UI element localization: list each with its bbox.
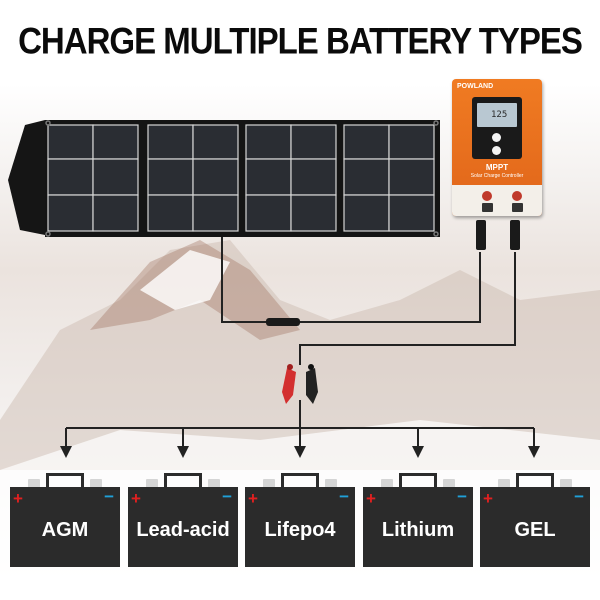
terminal-connector bbox=[512, 203, 523, 212]
battery-terminal bbox=[498, 479, 510, 487]
controller-display-value: 125 bbox=[491, 110, 508, 120]
battery-icon: + − Lead-acid bbox=[128, 473, 238, 567]
controller-brand: POWLAND bbox=[457, 83, 494, 90]
battery-icon: + − AGM bbox=[10, 473, 120, 567]
charge-controller-icon: POWLAND 125 MPPT Solar Charge Controller bbox=[452, 79, 542, 216]
inline-connector-icon bbox=[266, 318, 300, 326]
controller-button bbox=[492, 133, 501, 142]
battery-handle bbox=[46, 473, 84, 487]
negative-terminal-icon: − bbox=[574, 487, 584, 506]
battery-handle bbox=[281, 473, 319, 487]
positive-terminal-icon: + bbox=[248, 489, 258, 508]
negative-terminal-icon: − bbox=[457, 487, 467, 506]
negative-terminal-icon: − bbox=[222, 487, 232, 506]
battery-type-label: AGM bbox=[41, 519, 89, 541]
battery-handle bbox=[164, 473, 202, 487]
controller-button bbox=[492, 146, 501, 155]
battery-terminal bbox=[28, 479, 40, 487]
headline: CHARGE MULTIPLE BATTERY TYPES bbox=[18, 19, 583, 62]
battery-type-label: Lifepo4 bbox=[264, 519, 336, 541]
battery-type-label: GEL bbox=[514, 519, 556, 541]
negative-terminal-icon: − bbox=[104, 487, 114, 506]
alligator-clip-icon bbox=[282, 364, 318, 404]
battery-handle bbox=[399, 473, 437, 487]
controller-model: MPPT bbox=[485, 163, 509, 172]
battery-terminal bbox=[146, 479, 158, 487]
battery-terminal bbox=[381, 479, 393, 487]
controller-screen: 125 bbox=[472, 97, 522, 159]
controller-terminal-panel bbox=[452, 185, 542, 216]
battery-handle bbox=[516, 473, 554, 487]
battery-icon: + − Lithium bbox=[363, 473, 473, 567]
battery-terminal bbox=[560, 479, 572, 487]
battery-output-icon bbox=[512, 191, 522, 201]
controller-lcd: 125 bbox=[477, 103, 517, 127]
battery-icon: + − Lifepo4 bbox=[245, 473, 355, 567]
positive-terminal-icon: + bbox=[366, 489, 376, 508]
positive-terminal-icon: + bbox=[483, 489, 493, 508]
positive-terminal-icon: + bbox=[131, 489, 141, 508]
battery-terminal bbox=[263, 479, 275, 487]
battery-terminal bbox=[208, 479, 220, 487]
controller-subtitle: Solar Charge Controller bbox=[470, 173, 524, 179]
arrow-down-icon bbox=[60, 446, 540, 458]
battery-terminal bbox=[443, 479, 455, 487]
battery-icon: + − GEL bbox=[480, 473, 590, 567]
negative-terminal-icon: − bbox=[339, 487, 349, 506]
battery-type-label: Lead-acid bbox=[136, 519, 230, 541]
solar-input-icon bbox=[482, 191, 492, 201]
battery-terminal bbox=[325, 479, 337, 487]
battery-type-label: Lithium bbox=[381, 519, 455, 541]
positive-terminal-icon: + bbox=[13, 489, 23, 508]
terminal-connector bbox=[482, 203, 493, 212]
battery-terminal bbox=[90, 479, 102, 487]
